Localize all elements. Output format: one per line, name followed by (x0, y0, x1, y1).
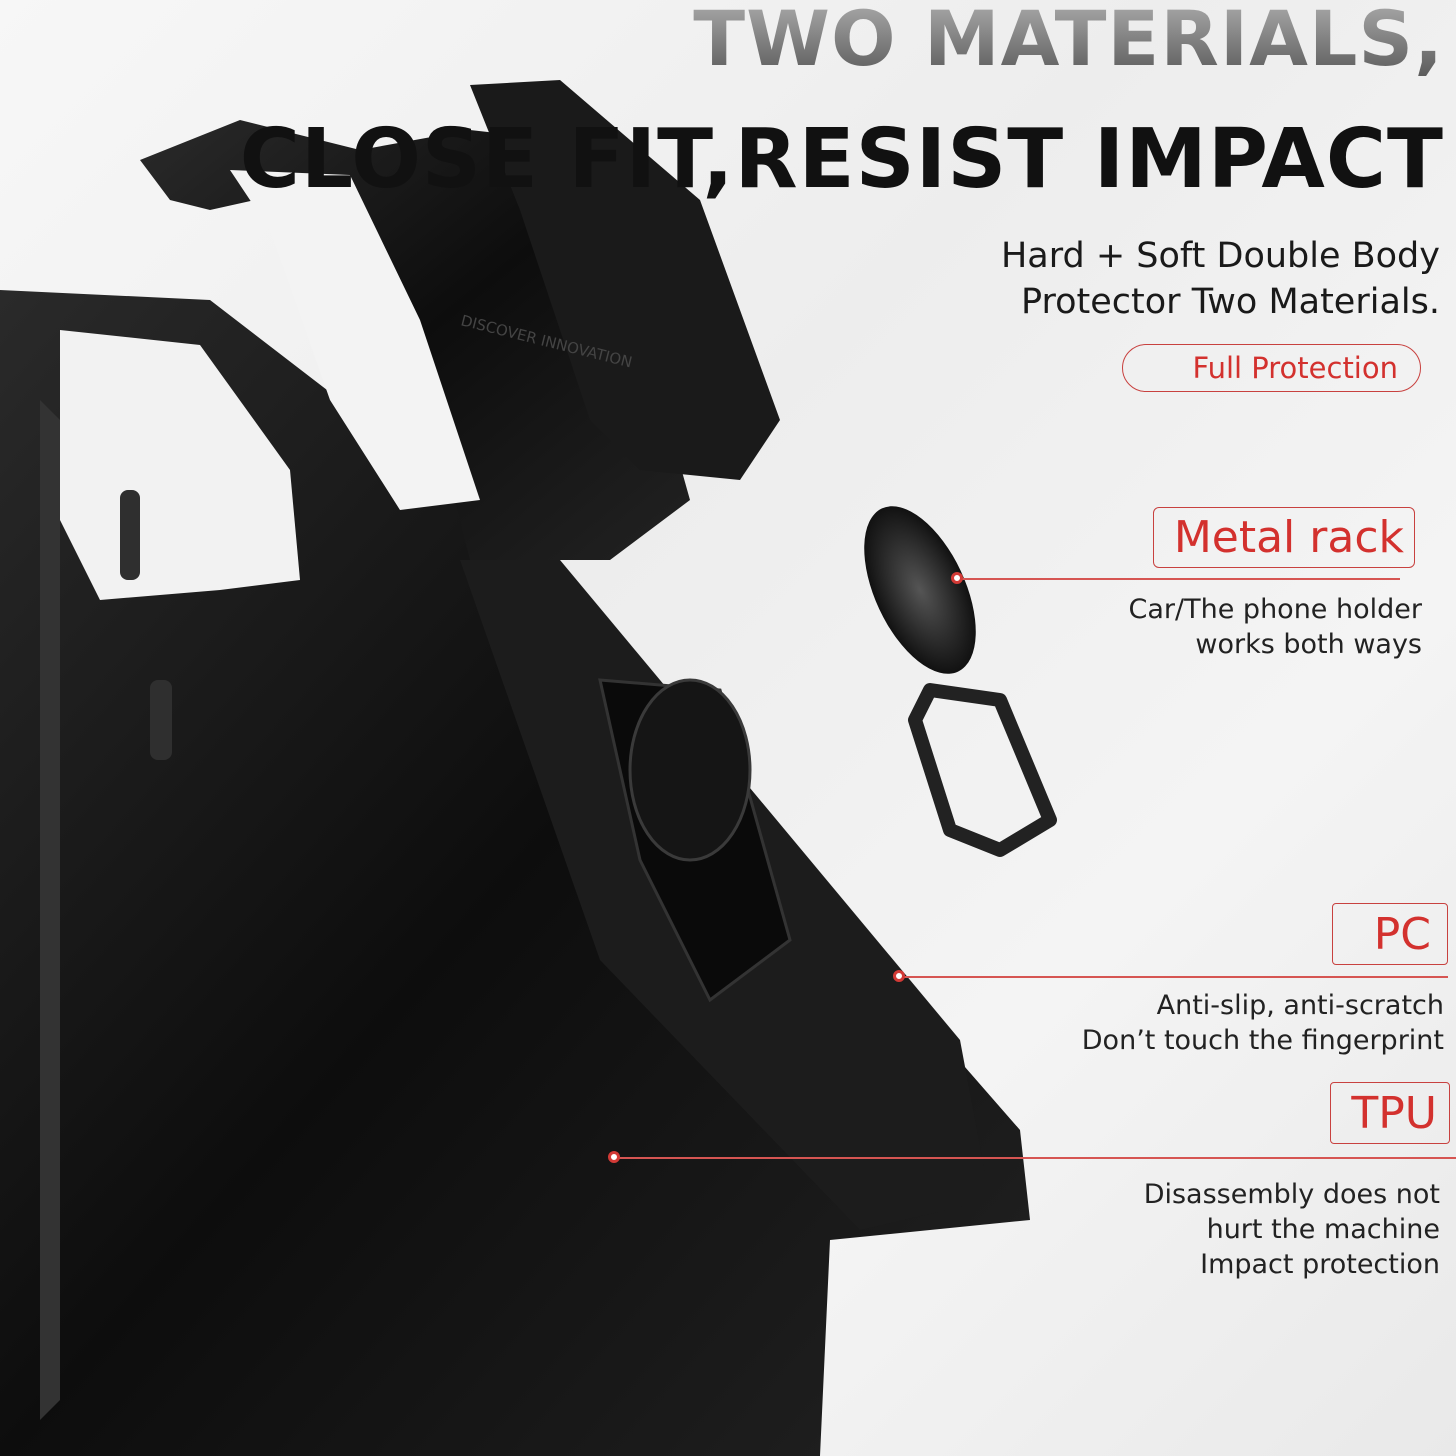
description-line: Disassembly does not (1143, 1179, 1440, 1210)
description-line: Anti-slip, anti-scratch (1156, 990, 1444, 1021)
tpu-description: Disassembly does not hurt the machine Im… (1144, 1177, 1440, 1282)
tpu-label: TPU (1351, 1087, 1437, 1139)
pc-pointer-dot (893, 970, 905, 982)
phone-case-back (0, 290, 1030, 1456)
metal-ring-holder (864, 506, 1057, 857)
metal-rack-pointer-dot (951, 572, 963, 584)
description-line: works both ways (1195, 629, 1422, 660)
description-line: Don’t touch the fingerprint (1081, 1025, 1444, 1056)
tpu-label-box: TPU (1330, 1082, 1450, 1144)
description-line: hurt the machine (1206, 1214, 1440, 1245)
pc-label: PC (1373, 908, 1431, 960)
headline-line-1: TWO MATERIALS, (693, 0, 1444, 83)
metal-rack-pointer-line (958, 578, 1400, 580)
pc-pointer-line (900, 976, 1448, 978)
full-protection-badge: Full Protection (1122, 344, 1421, 392)
metal-rack-label-box: Metal rack (1153, 507, 1415, 568)
tpu-pointer-line (615, 1157, 1456, 1159)
tpu-pointer-dot (608, 1151, 620, 1163)
description-line: Impact protection (1200, 1249, 1440, 1280)
metal-rack-description: Car/The phone holder works both ways (1129, 592, 1422, 662)
full-protection-label: Full Protection (1192, 351, 1398, 385)
description-line: Car/The phone holder (1128, 594, 1422, 625)
subtitle-line-1: Hard + Soft Double Body (1000, 236, 1440, 276)
pc-label-box: PC (1332, 903, 1448, 965)
headline-line-2: CLOSE FIT,RESIST IMPACT (239, 112, 1444, 207)
subtitle-line-2: Protector Two Materials. (1021, 282, 1440, 322)
pc-description: Anti-slip, anti-scratch Don’t touch the … (1082, 988, 1444, 1058)
metal-rack-label: Metal rack (1173, 512, 1404, 563)
